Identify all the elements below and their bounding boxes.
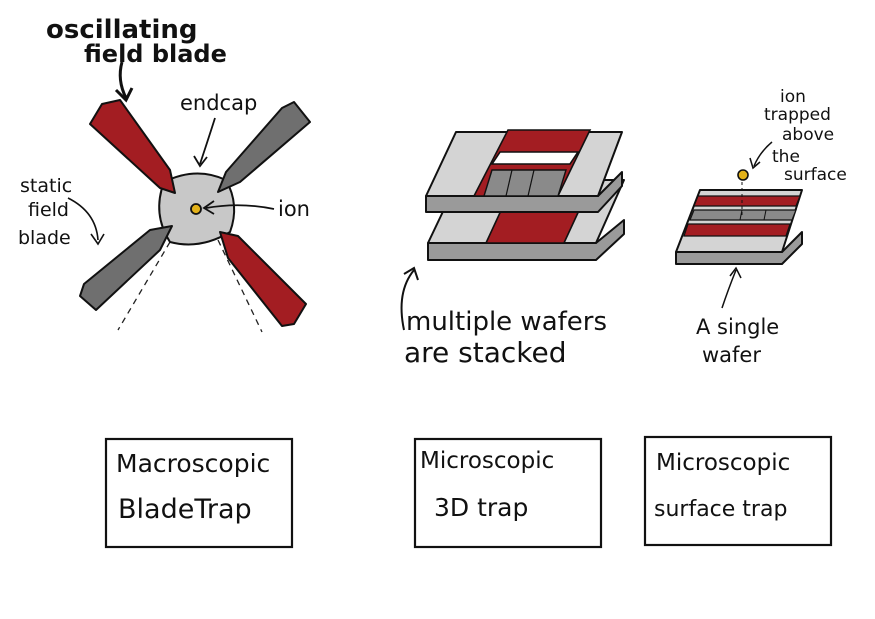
- rf-blade-upper-left: [89, 99, 176, 194]
- static-blade-upper-right: [217, 101, 311, 193]
- label-static-line2: field: [28, 199, 69, 221]
- upper-wafer-gray-electrodes: [483, 169, 567, 197]
- single-wafer-arrow-head: [729, 266, 742, 279]
- electrode-divider-1: [505, 169, 513, 197]
- surface-trap-illustration: ion trapped above the surface A single w…: [675, 87, 847, 367]
- caption-surface-line2: surface trap: [654, 497, 787, 522]
- label-static-line1: static: [20, 175, 72, 197]
- label-oscillating-line1: oscillating: [46, 15, 198, 45]
- single-wafer-arrow: [721, 269, 737, 309]
- label-surface-ion-line4: the: [772, 147, 800, 167]
- caption-blade-line2: BladeTrap: [118, 494, 252, 525]
- surface-ion-arrow-head: [749, 157, 761, 170]
- electrode-divider-2: [527, 169, 535, 197]
- label-stacked-line2: are stacked: [404, 336, 567, 369]
- static-arrow-head: [90, 233, 105, 246]
- static-blade-lower-left: [79, 225, 173, 311]
- surface-ion-arrow: [753, 141, 773, 167]
- label-surface-ion-line3: above: [782, 125, 834, 145]
- caption-box-blade-trap: Macroscopic BladeTrap: [104, 437, 294, 549]
- endcap-arrow: [199, 117, 216, 165]
- stacked-arrow: [400, 269, 415, 331]
- surface-rf-stripe-bottom: [683, 223, 791, 237]
- rf-blade-lower-right: [219, 231, 307, 327]
- stacked-arrow-head: [403, 266, 419, 281]
- surface-ion-dot: [737, 169, 749, 181]
- endcap-arrow-head: [193, 155, 208, 168]
- surface-gray-electrodes: [689, 209, 797, 221]
- caption-box-3d-trap: Microscopic 3D trap: [413, 437, 603, 549]
- surface-divider-2: [763, 209, 767, 221]
- oscillating-arrow: [118, 61, 128, 99]
- surface-rf-stripe-top: [693, 195, 801, 207]
- surface-divider-1: [739, 209, 743, 221]
- blade-trap-illustration: oscillating field blade endcap ion stati…: [18, 15, 311, 333]
- label-static-line3: blade: [18, 227, 71, 249]
- static-arrow: [67, 197, 99, 241]
- trap-3d-illustration: multiple wafers are stacked: [400, 129, 625, 369]
- caption-box-surface-trap: Microscopic surface trap: [643, 435, 833, 547]
- label-single-wafer-line1: A single: [696, 315, 779, 339]
- caption-3d-line1: Microscopic: [420, 448, 554, 474]
- ion-arrow: [205, 204, 275, 210]
- dashed-guide-right: [217, 239, 263, 333]
- label-surface-ion-line2: trapped: [764, 105, 831, 125]
- label-stacked-line1: multiple wafers: [406, 307, 607, 337]
- label-endcap: endcap: [180, 91, 257, 115]
- label-surface-ion-line5: surface: [784, 165, 847, 185]
- label-ion: ion: [278, 197, 310, 221]
- caption-3d-line2: 3D trap: [434, 493, 528, 522]
- caption-blade-line1: Macroscopic: [116, 449, 270, 478]
- label-single-wafer-line2: wafer: [702, 343, 761, 367]
- ion-dot: [190, 203, 202, 215]
- oscillating-arrow-head: [114, 87, 134, 103]
- ion-arrow-head: [202, 200, 215, 215]
- upper-wafer-slot: [490, 151, 580, 165]
- caption-surface-line1: Microscopic: [656, 450, 790, 476]
- label-surface-ion-line1: ion: [780, 87, 806, 107]
- label-oscillating-line2: field blade: [84, 40, 227, 68]
